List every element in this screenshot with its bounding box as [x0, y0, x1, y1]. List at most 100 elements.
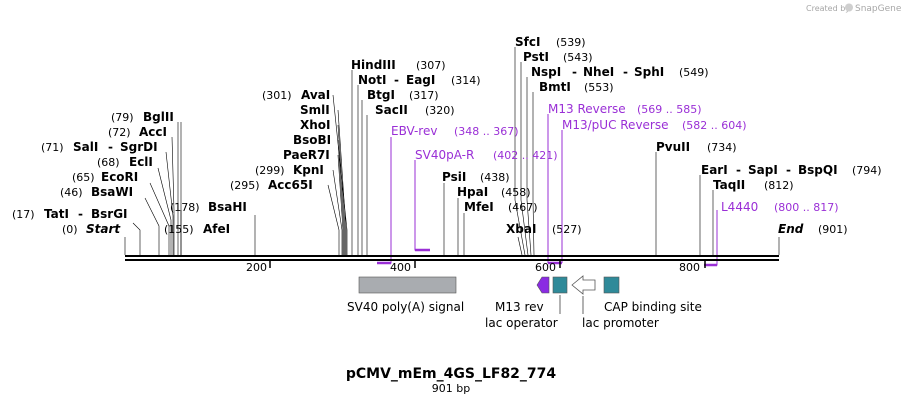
- enzyme-sphi: SphI: [634, 65, 664, 79]
- primers: EBV-rev (348 .. 367) SV40pA-R (402 .. 42…: [377, 102, 839, 267]
- enzyme-eagi: EagI: [406, 73, 435, 87]
- plasmid-name: pCMV_mEm_4GS_LF82_774: [346, 366, 557, 382]
- enzyme-sacii: SacII: [375, 103, 408, 117]
- mfei-position: (467): [508, 201, 538, 214]
- start-position: (0): [62, 223, 78, 236]
- afei-position: (155): [164, 223, 194, 236]
- enzyme-nhei: NheI: [583, 65, 614, 79]
- pvuii-position: (734): [707, 141, 737, 154]
- feature-sv40-polya-label: SV40 poly(A) signal: [347, 300, 464, 314]
- enzyme-bglii: BglII: [143, 110, 174, 124]
- enzyme-bsahi: BsaHI: [208, 200, 247, 214]
- primer-m13-reverse-label: M13 Reverse: [548, 102, 626, 116]
- dash: -: [736, 163, 741, 177]
- enzyme-eari: EarI: [701, 163, 728, 177]
- dash: -: [786, 163, 791, 177]
- hindiii-position: (307): [416, 59, 446, 72]
- avai-position: (301): [262, 89, 292, 102]
- watermark-prefix: Created by: [806, 4, 850, 13]
- psti-position: (543): [563, 51, 593, 64]
- feature-lac-operator-label: lac operator: [485, 316, 558, 330]
- primer-l4440: L4440 (800 .. 817): [704, 200, 839, 267]
- enzyme-mfei: MfeI: [464, 200, 494, 214]
- dash: -: [78, 207, 83, 221]
- enzyme-xhoi: XhoI: [300, 118, 331, 132]
- kpni-position: (299): [255, 164, 285, 177]
- bsahi-position: (178): [170, 201, 200, 214]
- sequence-backbone: [125, 255, 779, 261]
- dash: -: [108, 140, 113, 154]
- primer-m13-puc-reverse-label: M13/pUC Reverse: [562, 118, 669, 132]
- sali-position: (71): [41, 141, 64, 154]
- primer-ebv-rev-range: (348 .. 367): [454, 125, 519, 138]
- leader-tati: [132, 222, 141, 255]
- feature-lac-promoter-label: lac promoter: [582, 316, 659, 330]
- start-label: Start: [86, 222, 121, 236]
- enzyme-btgi: BtgI: [367, 88, 395, 102]
- enzyme-sfci: SfcI: [515, 35, 540, 49]
- btgi-position: (317): [409, 89, 439, 102]
- primer-ebv-rev: EBV-rev (348 .. 367): [377, 124, 519, 265]
- snapgene-logo-icon: [845, 3, 853, 12]
- ecli-position: (68): [97, 156, 120, 169]
- plasmid-length: 901 bp: [432, 382, 470, 395]
- enzyme-taqii: TaqII: [713, 178, 745, 192]
- enzyme-hpai: HpaI: [457, 185, 488, 199]
- primer-m13-reverse: M13 Reverse (569 .. 585): [547, 102, 702, 265]
- leader-acc65i: [327, 184, 340, 255]
- primer-l4440-range: (800 .. 817): [774, 201, 839, 214]
- bglii-position: (79): [111, 111, 134, 124]
- leader-bsobi: [337, 139, 345, 255]
- leader-psti: [520, 62, 529, 256]
- enzyme-sali: SalI: [73, 140, 98, 154]
- eari-position: (794): [852, 164, 882, 177]
- feature-m13-rev-label: M13 rev: [495, 300, 544, 314]
- feature-m13-rev-arrow: [536, 276, 550, 294]
- tick-label-600: 600: [535, 261, 556, 274]
- primer-sv40pa-r-label: SV40pA-R: [415, 148, 474, 162]
- primer-sv40pa-r: SV40pA-R (402 .. 421): [414, 148, 558, 252]
- bsawi-position: (46): [60, 186, 83, 199]
- leader-ecori: [149, 182, 170, 255]
- enzyme-nspi: NspI: [531, 65, 561, 79]
- enzyme-ecli: EclI: [129, 155, 153, 169]
- enzyme-bsawi: BsaWI: [91, 185, 133, 199]
- leader-sali: [165, 151, 174, 255]
- leader-nspi: [526, 77, 532, 256]
- leader-paer7i: [337, 154, 344, 255]
- feature-lac-operator-box: [552, 276, 568, 294]
- feature-cap-binding-site-box: [603, 276, 620, 294]
- bmti-position: (553): [584, 81, 614, 94]
- leader-xhoi: [337, 124, 346, 255]
- feature-cap-binding-site-label: CAP binding site: [604, 300, 702, 314]
- dash: -: [394, 73, 399, 87]
- sfci-position: (539): [556, 36, 586, 49]
- dash: -: [572, 65, 577, 79]
- xbai-position: (527): [552, 223, 582, 236]
- feature-sv40-polya-box: [358, 276, 457, 294]
- hpai-position: (458): [501, 186, 531, 199]
- enzyme-ecori: EcoRI: [101, 170, 138, 184]
- enzyme-acc65i: Acc65I: [268, 178, 313, 192]
- enzyme-xbai: XbaI: [506, 222, 536, 236]
- enzyme-smli: SmlI: [300, 103, 330, 117]
- tati-position: (17): [12, 208, 35, 221]
- leader-smli: [337, 109, 347, 255]
- primer-m13-puc-reverse: M13/pUC Reverse (582 .. 604): [561, 118, 747, 263]
- enzyme-afei: AfeI: [203, 222, 230, 236]
- acci-position: (72): [108, 126, 131, 139]
- leader-sfci: [514, 47, 526, 256]
- end-label: End: [778, 222, 804, 236]
- enzyme-avai: AvaI: [301, 88, 330, 102]
- acc65i-position: (295): [230, 179, 260, 192]
- primer-ebv-rev-label: EBV-rev: [391, 124, 437, 138]
- leader-kpni: [332, 169, 343, 255]
- enzyme-leader-lines: [124, 47, 780, 256]
- dash: -: [623, 65, 628, 79]
- leader-ecli: [157, 167, 172, 255]
- tick-label-800: 800: [679, 261, 700, 274]
- end-position: (901): [818, 223, 848, 236]
- feature-lac-promoter-arrow: [571, 275, 596, 295]
- enzyme-sgrdi: SgrDI: [120, 140, 158, 154]
